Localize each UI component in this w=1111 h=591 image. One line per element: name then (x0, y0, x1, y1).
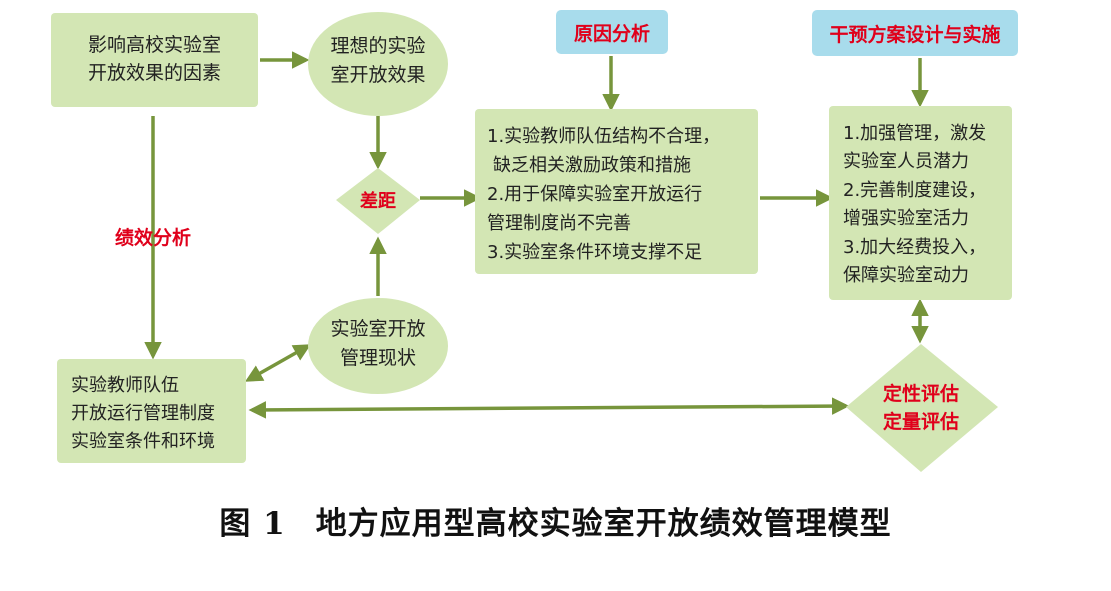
cause-analysis-label: 原因分析 (556, 10, 668, 54)
intervention-line-1: 1.加强管理，激发 (843, 123, 986, 144)
intervention-line-4: 增强实验室活力 (843, 208, 969, 229)
status-line-2: 管理现状 (340, 347, 416, 369)
intervention-label: 干预方案设计与实施 (812, 10, 1018, 56)
ideal-line-2: 室开放效果 (330, 64, 425, 86)
cause-line-4: 管理制度尚不完善 (487, 213, 631, 234)
cause-line-1: 1.实验教师队伍结构不合理， (487, 126, 720, 147)
figure-caption: 图 1 地方应用型高校实验室开放绩效管理模型 (0, 498, 1111, 543)
evaluation-line-1: 定性评估 (883, 382, 959, 405)
evaluation-diamond: 定性评估 定量评估 (846, 344, 998, 472)
arrow-elements-evaluation (248, 397, 850, 419)
factors-line-2: 开放效果的因素 (88, 62, 221, 84)
gap-diamond: 差距 (336, 168, 420, 234)
intervention-label-text: 干预方案设计与实施 (829, 23, 1000, 46)
status-line-1: 实验室开放 (330, 318, 425, 340)
ideal-line-1: 理想的实验 (330, 35, 425, 57)
factors-box: 影响高校实验室 开放效果的因素 (51, 13, 258, 107)
intervention-line-2: 实验室人员潜力 (843, 151, 969, 172)
element-line-1: 实验教师队伍 (71, 375, 179, 396)
element-line-3: 实验室条件和环境 (71, 431, 215, 452)
arrow-elements-status (244, 344, 312, 382)
gap-label: 差距 (360, 190, 396, 212)
factors-line-1: 影响高校实验室 (88, 34, 221, 56)
ideal-effect-ellipse: 理想的实验 室开放效果 (308, 12, 448, 116)
intervention-line-3: 2.完善制度建设， (843, 180, 986, 201)
status-ellipse: 实验室开放 管理现状 (308, 298, 448, 394)
figure-title: 地方应用型高校实验室开放绩效管理模型 (315, 506, 892, 542)
connectors (144, 51, 929, 419)
intervention-line-6: 保障实验室动力 (843, 265, 969, 286)
cause-line-5: 3.实验室条件环境支撑不足 (487, 242, 702, 263)
cause-line-2: 缺乏相关激励政策和措施 (493, 155, 691, 176)
elements-box: 实验教师队伍 开放运行管理制度 实验室条件和环境 (57, 359, 246, 463)
causes-box: 1.实验教师队伍结构不合理， 缺乏相关激励政策和措施 2.用于保障实验室开放运行… (475, 109, 758, 274)
cause-label-text: 原因分析 (574, 22, 650, 45)
figure-number: 图 1 (219, 506, 286, 542)
interventions-box: 1.加强管理，激发 实验室人员潜力 2.完善制度建设， 增强实验室活力 3.加大… (829, 106, 1012, 300)
intervention-line-5: 3.加大经费投入， (843, 237, 986, 258)
evaluation-line-2: 定量评估 (883, 410, 959, 433)
element-line-2: 开放运行管理制度 (71, 403, 215, 424)
cause-line-3: 2.用于保障实验室开放运行 (487, 184, 702, 205)
performance-analysis-label: 绩效分析 (115, 226, 191, 249)
